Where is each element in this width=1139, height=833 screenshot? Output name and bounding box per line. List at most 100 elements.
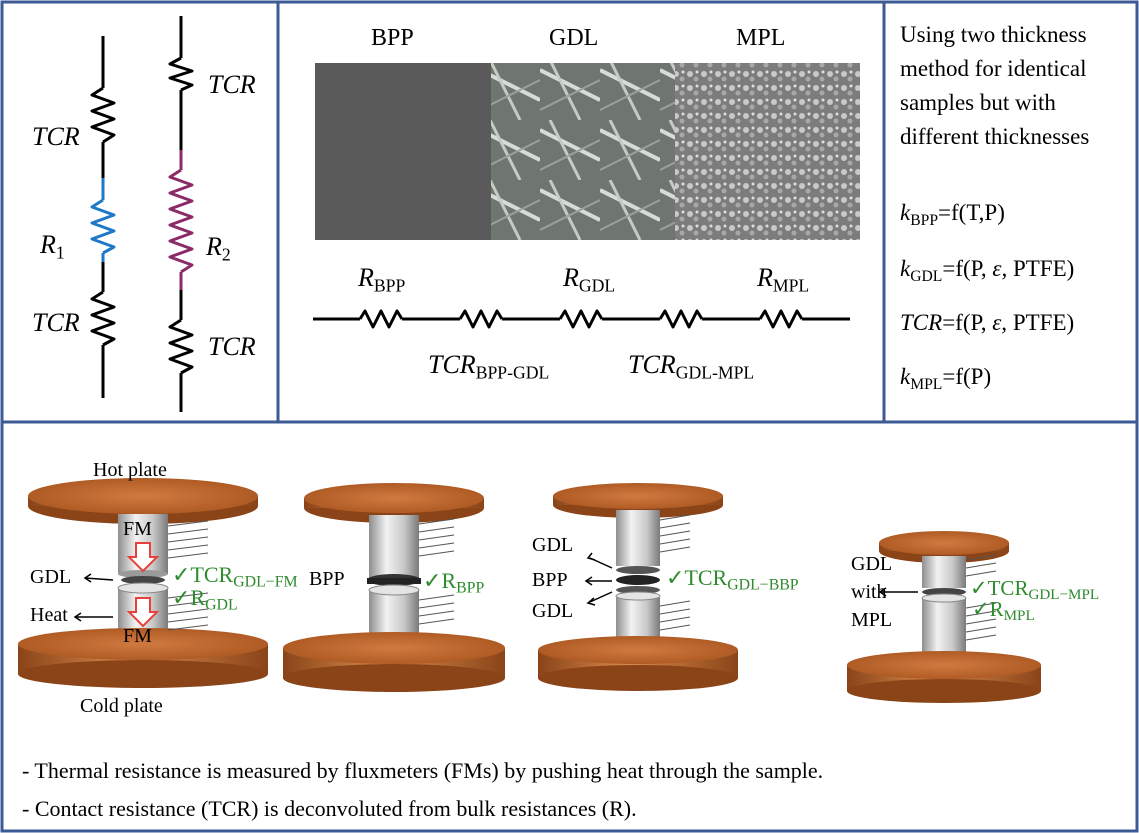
equation-k-mpl: kMPL=f(P) <box>900 364 991 394</box>
setup1-tcr-main: TCR <box>190 562 234 587</box>
setup4-line-3: MPL <box>851 609 893 631</box>
eq1-rhs: =f(T,P) <box>938 200 1005 225</box>
label-r-gdl-sub: GDL <box>578 275 616 296</box>
setup2-bpp-label: BPP <box>309 568 345 590</box>
label-r-bpp-main: R <box>358 263 374 292</box>
setup4-tcr-sub: GDL−MPL <box>1028 587 1100 604</box>
setup1-r-check-icon: ✓ <box>172 585 191 610</box>
setup3-tcr-main: TCR <box>684 565 728 590</box>
setup1-check-icon: ✓ <box>172 562 191 587</box>
label-r-mpl: RMPL <box>757 263 809 297</box>
setup4-line-2: with <box>851 581 887 603</box>
method-line-2: method for identical <box>900 56 1087 81</box>
equation-k-bpp: kBPP=f(T,P) <box>900 200 1005 230</box>
setup4-r-sub: MPL <box>1003 608 1035 625</box>
eq2-sub: GDL <box>910 268 943 285</box>
eq3-rhs-post: PTFE) <box>1007 310 1075 335</box>
equation-k-gdl: kGDL=f(P, ε, PTFE) <box>900 256 1074 286</box>
eq2-rhs-post: PTFE) <box>1007 256 1075 281</box>
bpp-image <box>315 63 491 240</box>
setup4-r-check-icon: ✓ <box>972 597 990 621</box>
setup4-line-1: GDL <box>851 553 893 575</box>
equation-tcr: TCR=f(P, ε, PTFE) <box>900 310 1074 336</box>
setup3-check-icon: ✓ <box>666 565 685 590</box>
eq3-rhs-pre: =f(P, <box>942 310 993 335</box>
hot-plate-label: Hot plate <box>93 459 167 481</box>
label-tcr-gdl-mpl: TCRGDL-MPL <box>628 350 754 384</box>
setup1-r-sub: GDL <box>205 596 238 614</box>
circuit-1 <box>90 36 116 398</box>
heat-label: Heat <box>30 604 68 626</box>
setup-1-apparatus <box>18 478 268 688</box>
circuit2-r-label: R2 <box>206 232 231 266</box>
material-label-bpp: BPP <box>371 25 414 51</box>
eq3-var: TCR <box>900 310 943 335</box>
circuit1-r-label: R1 <box>40 230 65 264</box>
setup3-tcr-check: ✓TCRGDL−BBP <box>666 565 799 594</box>
circuit2-r-main: R <box>206 232 222 261</box>
setup3-gdl-bottom-label: GDL <box>532 600 574 622</box>
method-line-3: samples but with <box>900 90 1056 115</box>
setup2-r-sub: BPP <box>456 579 485 597</box>
method-line-1: Using two thickness <box>900 22 1087 47</box>
note-1: - Thermal resistance is measured by flux… <box>22 758 824 783</box>
material-label-gdl: GDL <box>549 25 599 51</box>
label-tcr-bpp-gdl-sub: BPP-GDL <box>475 362 550 383</box>
setup2-check-icon: ✓ <box>423 568 442 593</box>
mpl-image <box>675 63 860 240</box>
setup3-gdl-top-label: GDL <box>532 534 574 556</box>
setup4-r-main: R <box>989 597 1004 621</box>
setup4-tcr-check: ✓TCRGDL−MPL <box>970 576 1099 604</box>
circuit1-r-sub: 1 <box>55 242 65 263</box>
eq2-var: k <box>900 256 911 281</box>
setup2-r-main: R <box>441 568 457 593</box>
label-tcr-bpp-gdl: TCRBPP-GDL <box>428 350 549 384</box>
gdl-image <box>491 63 675 240</box>
circuit2-tcr-bottom: TCR <box>208 332 256 361</box>
label-r-bpp: RBPP <box>358 263 405 297</box>
cold-plate-label: Cold plate <box>80 695 163 717</box>
setup1-tcr-check: ✓TCRGDL−FM <box>172 562 298 591</box>
setup4-check-icon: ✓ <box>970 576 988 600</box>
setup3-tcr-sub: GDL−BBP <box>727 576 799 594</box>
circuit-2 <box>168 16 194 412</box>
setup-4-apparatus <box>847 531 1041 703</box>
method-line-4: different thicknesses <box>900 124 1090 149</box>
eq4-rhs: =f(P) <box>942 364 992 389</box>
circuit1-tcr-top: TCR <box>32 122 80 151</box>
series-chain <box>313 309 850 329</box>
label-r-gdl: RGDL <box>563 263 615 297</box>
setup1-r-check: ✓RGDL <box>172 585 238 614</box>
setup3-bpp-label: BPP <box>532 569 568 591</box>
material-label-mpl: MPL <box>736 25 786 51</box>
label-tcr-bpp-gdl-main: TCR <box>428 350 476 379</box>
setup1-r-main: R <box>190 585 206 610</box>
circuit1-r-main: R <box>40 230 56 259</box>
label-tcr-gdl-mpl-sub: GDL-MPL <box>675 362 755 383</box>
material-images <box>315 63 860 240</box>
setup2-r-check: ✓RBPP <box>423 568 484 597</box>
setup1-tcr-sub: GDL−FM <box>233 573 298 591</box>
setup1-gdl-label: GDL <box>30 566 72 588</box>
label-r-gdl-main: R <box>563 263 579 292</box>
label-r-bpp-sub: BPP <box>373 275 406 296</box>
note-2: - Contact resistance (TCR) is deconvolut… <box>22 796 637 821</box>
circuit2-tcr-top: TCR <box>208 70 256 99</box>
eq1-var: k <box>900 200 911 225</box>
circuit2-r-sub: 2 <box>221 244 231 265</box>
eq1-sub: BPP <box>910 212 939 229</box>
setup4-r-check: ✓RMPL <box>972 597 1035 625</box>
setup-2-apparatus <box>283 483 505 692</box>
setup-3-apparatus <box>538 483 738 691</box>
eq3-eps: ε, <box>992 310 1008 335</box>
label-r-mpl-main: R <box>757 263 773 292</box>
fm-top-label: FM <box>123 518 152 540</box>
label-tcr-gdl-mpl-main: TCR <box>628 350 676 379</box>
eq2-rhs-pre: =f(P, <box>942 256 993 281</box>
label-r-mpl-sub: MPL <box>772 275 810 296</box>
eq4-var: k <box>900 364 911 389</box>
eq2-eps: ε, <box>992 256 1008 281</box>
eq4-sub: MPL <box>910 376 943 393</box>
